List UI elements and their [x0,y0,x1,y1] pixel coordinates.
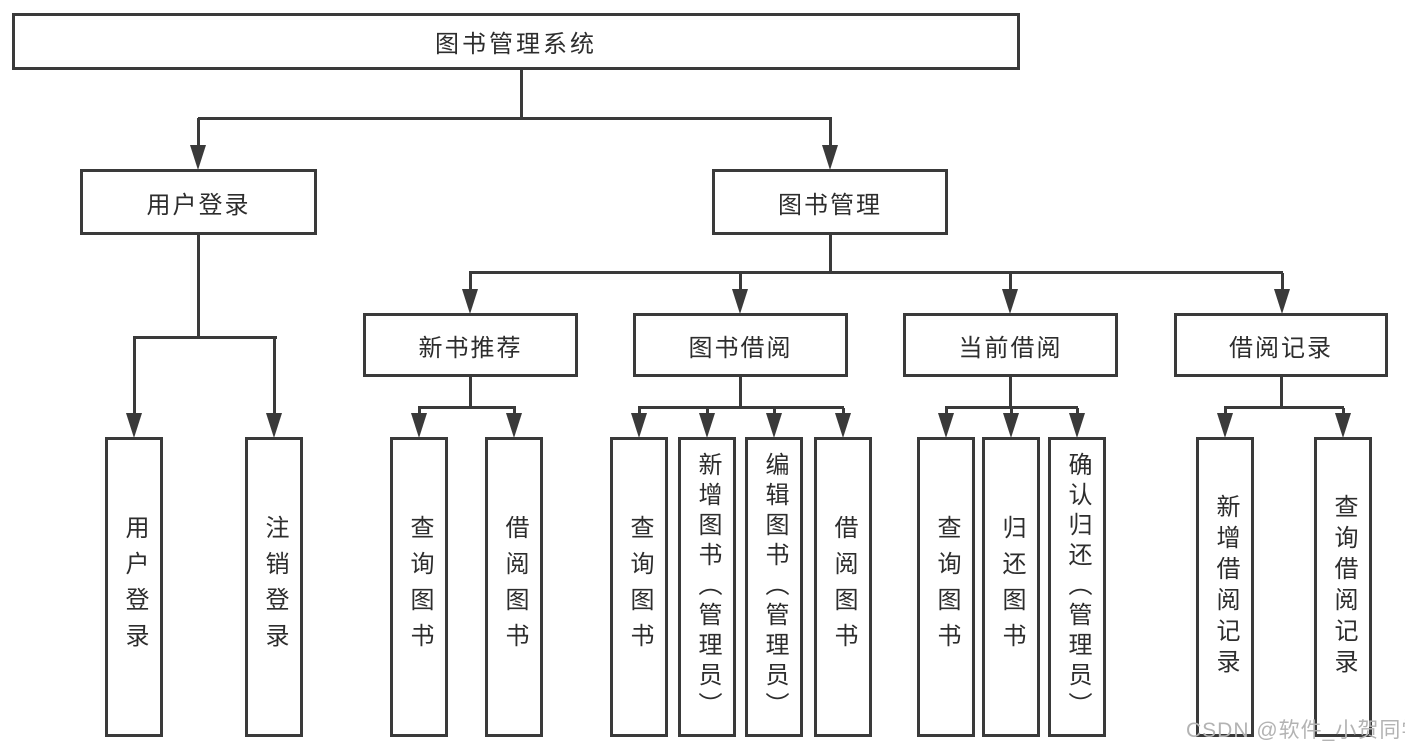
leaf-edit-books-admin-label: 编辑图书（管理员） [761,452,788,722]
arrow-down-icon [1217,413,1233,438]
leaf-query-borrow-record: 查询借阅记录 [1314,437,1372,737]
arrow-down-icon [506,413,522,438]
connector-leaf-line [513,408,516,416]
connector-group2-drop [1009,377,1012,408]
leaf-logout: 注销登录 [245,437,303,737]
connector-leaf-line [638,408,641,416]
arrow-down-icon [266,413,282,438]
arrow-down-icon [732,289,748,314]
connector-to-current-borrowing [1009,273,1012,292]
leaf-borrow-books-borrowing: 借阅图书 [814,437,872,737]
connector-leaf-line [1076,408,1079,416]
connector-to-book-borrowing [739,273,742,292]
connector-to-new-book-recommendation [469,273,472,292]
node-book-management: 图书管理 [712,169,948,235]
leaf-query-books-current-label: 查询图书 [933,515,960,659]
leaf-add-borrow-record-label: 新增借阅记录 [1212,494,1239,680]
arrow-down-icon [835,413,851,438]
leaf-add-books-admin: 新增图书（管理员） [678,437,736,737]
node-current-borrowing: 当前借阅 [903,313,1118,377]
node-book-borrowing-label: 图书借阅 [688,334,793,362]
arrow-down-icon [938,413,954,438]
node-user-login: 用户登录 [80,169,317,235]
connector-group2-hline [945,406,1078,409]
leaf-borrow-books-borrowing-label: 借阅图书 [830,515,857,659]
node-borrowing-records: 借阅记录 [1174,313,1388,377]
arrow-down-icon [411,413,427,438]
connector-user-login-hline [133,336,277,339]
connector-group3-hline [1224,406,1344,409]
leaf-query-books-recommend: 查询图书 [390,437,448,737]
connector-leaf-line [1010,408,1013,416]
leaf-return-books: 归还图书 [982,437,1040,737]
leaf-query-books-borrowing: 查询图书 [610,437,668,737]
node-current-borrowing-label: 当前借阅 [958,334,1063,362]
connector-leaf-line [1342,408,1345,416]
connector-leaf-line [1224,408,1227,416]
leaf-user-login-label: 用户登录 [121,515,148,659]
leaf-query-books-recommend-label: 查询图书 [406,515,433,659]
node-new-book-recommendation: 新书推荐 [363,313,578,377]
leaf-borrow-books-recommend-label: 借阅图书 [501,515,528,659]
leaf-add-borrow-record: 新增借阅记录 [1196,437,1254,737]
node-user-login-label: 用户登录 [146,191,251,219]
connector-leaf-line [842,408,845,416]
connector-group1-drop [739,377,742,408]
leaf-add-books-admin-label: 新增图书（管理员） [694,452,721,722]
arrow-down-icon [1003,413,1019,438]
connector-leaf-line [773,408,776,416]
node-new-book-recommendation-label: 新书推荐 [418,334,523,362]
connector-book-mgmt-drop [829,235,832,273]
arrow-down-icon [1069,413,1085,438]
node-borrowing-records-label: 借阅记录 [1229,334,1333,362]
leaf-return-books-label: 归还图书 [998,515,1025,659]
leaf-query-borrow-record-label: 查询借阅记录 [1330,494,1357,680]
connector-to-user-login [197,118,200,150]
connector-group3-drop [1280,377,1283,408]
connector-to-leaf-logout [273,338,276,416]
connector-to-borrowing-records [1281,273,1284,292]
node-root-label: 图书管理系统 [435,31,597,58]
connector-leaf-line [418,408,421,416]
csdn-watermark: CSDN @软件_小贺同学 [1186,719,1405,742]
connector-to-leaf-user-login [133,338,136,416]
arrow-down-icon [462,289,478,314]
leaf-user-login: 用户登录 [105,437,163,737]
leaf-edit-books-admin: 编辑图书（管理员） [745,437,803,737]
connector-level1-hline [198,117,832,120]
arrow-down-icon [190,145,206,170]
node-book-management-label: 图书管理 [778,191,882,219]
arrow-down-icon [1335,413,1351,438]
connector-to-book-management [829,118,832,150]
connector-group0-hline [418,406,516,409]
leaf-confirm-return-admin-label: 确认归还（管理员） [1064,452,1091,722]
arrow-down-icon [1274,289,1290,314]
connector-leaf-line [945,408,948,416]
arrow-down-icon [766,413,782,438]
arrow-down-icon [822,145,838,170]
connector-root-drop [520,70,523,118]
leaf-query-books-borrowing-label: 查询图书 [626,515,653,659]
leaf-logout-label: 注销登录 [261,515,288,659]
connector-group0-drop [469,377,472,408]
connector-leaf-line [706,408,709,416]
leaf-borrow-books-recommend: 借阅图书 [485,437,543,737]
node-book-borrowing: 图书借阅 [633,313,848,377]
arrow-down-icon [631,413,647,438]
arrow-down-icon [126,413,142,438]
connector-user-login-drop [197,235,200,337]
arrow-down-icon [1002,289,1018,314]
node-root-library-system: 图书管理系统 [12,13,1020,70]
connector-group1-hline [638,406,844,409]
connector-level2-hline [469,271,1283,274]
leaf-confirm-return-admin: 确认归还（管理员） [1048,437,1106,737]
arrow-down-icon [699,413,715,438]
leaf-query-books-current: 查询图书 [917,437,975,737]
